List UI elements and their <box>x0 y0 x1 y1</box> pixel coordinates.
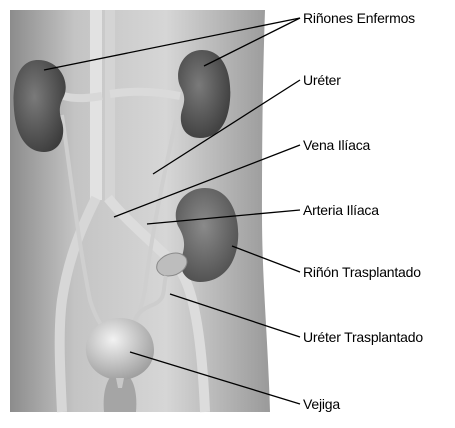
renal-vessels-right <box>110 92 180 96</box>
kidney-right <box>178 50 230 138</box>
label-ureter: Uréter <box>303 72 341 88</box>
bladder <box>86 318 154 380</box>
label-iliac-artery: Arteria Ilíaca <box>303 202 379 218</box>
label-iliac-vein: Vena Ilíaca <box>303 137 370 153</box>
label-diseased-kidneys: Riñones Enfermos <box>303 10 415 26</box>
label-transplanted-kidney: Riñón Trasplantado <box>303 264 421 280</box>
renal-vessels-left <box>60 95 102 98</box>
label-transplanted-ureter: Uréter Trasplantado <box>303 329 423 345</box>
label-bladder: Vejiga <box>303 396 340 412</box>
